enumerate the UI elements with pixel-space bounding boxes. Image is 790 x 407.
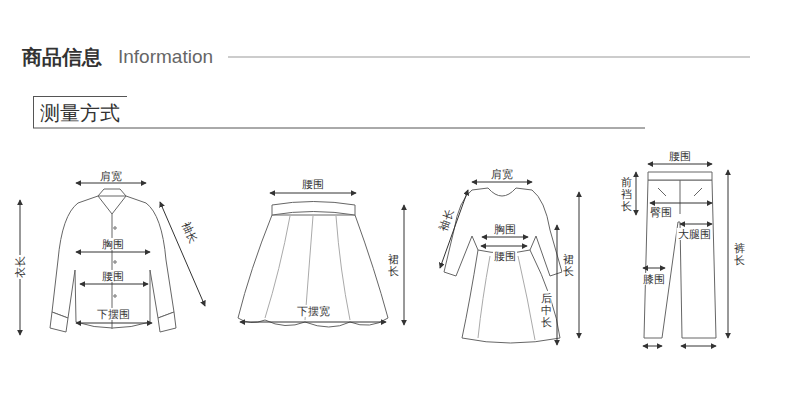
section-subtitle: Information [117,47,214,68]
measure-label: 袖长 [180,219,201,246]
measure-label: 大腿围 [677,228,712,240]
measure-label: 臀围 [649,206,673,218]
measure-label: 胸围 [493,223,517,235]
shirt-drawing [50,189,176,332]
measure-label: 衣长 [14,255,26,279]
header-rule [228,57,750,58]
measure-label: 膝围 [642,273,666,285]
measure-label: 裙长 [388,252,399,278]
section-tab: 测量方式 [33,96,127,128]
measure-label: 腰围 [101,270,125,282]
dress-drawing [444,188,562,343]
measure-label: 腰围 [301,178,325,190]
skirt-drawing [238,202,388,328]
measure-arrows [20,164,728,346]
measure-label: 下摆围 [96,308,131,320]
measure-label: 腰围 [493,250,517,262]
measure-label: 前裆长 [621,175,632,213]
section-heading: 测量方式 [40,100,121,126]
measure-label: 肩宽 [490,168,514,180]
measure-label: 袖长 [436,207,456,234]
section-title: 商品信息 [22,45,102,69]
pants-drawing [644,172,716,338]
measure-label: 下摆宽 [296,305,331,317]
measure-label: 后中长 [541,291,552,329]
measure-label: 肩宽 [99,170,123,182]
measure-label: 腰围 [668,150,692,162]
measure-label: 胸围 [101,238,125,250]
measure-label: 裤长 [734,241,745,267]
measure-label: 裙长 [563,252,574,278]
section-rule [33,128,645,129]
